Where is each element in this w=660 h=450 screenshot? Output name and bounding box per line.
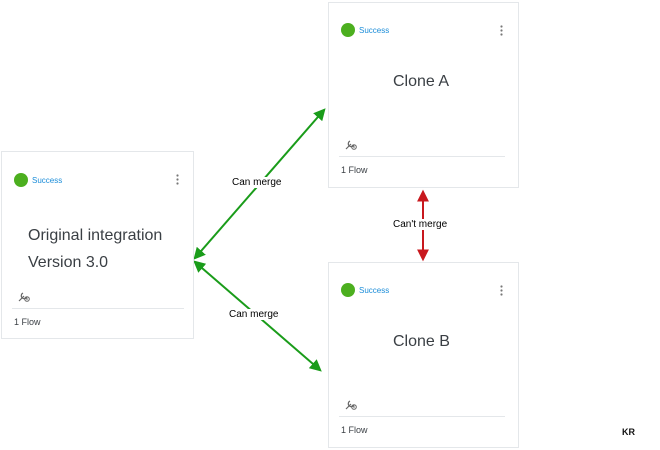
kebab-menu-icon[interactable] — [500, 25, 503, 36]
flow-count: 1 Flow — [14, 317, 41, 327]
status-label: Success — [32, 175, 63, 185]
flow-wrench-icon — [345, 400, 357, 410]
flow-count: 1 Flow — [341, 425, 368, 435]
status-dot-icon — [341, 23, 355, 37]
status-label: Success — [359, 25, 390, 35]
status-badge: Success — [341, 283, 389, 297]
card-divider — [12, 308, 184, 309]
card-divider — [339, 156, 505, 157]
status-badge: Success — [14, 173, 62, 187]
status-dot-icon — [341, 283, 355, 297]
edge-label-original-clone-b: Can merge — [227, 309, 281, 320]
node-title-line-2: Version 3.0 — [28, 254, 109, 271]
edge-label-clone-a-clone-b: Can't merge — [391, 219, 450, 230]
node-clone-a[interactable]: Success Clone A 1 Flow — [328, 2, 519, 188]
flow-count: 1 Flow — [341, 165, 368, 175]
flow-wrench-icon — [345, 140, 357, 150]
kebab-menu-icon[interactable] — [500, 285, 503, 296]
node-title: Clone B — [393, 333, 450, 350]
kebab-menu-icon[interactable] — [176, 174, 179, 185]
node-title: Clone A — [393, 73, 450, 90]
node-clone-b[interactable]: Success Clone B 1 Flow — [328, 262, 519, 448]
status-label: Success — [359, 285, 390, 295]
watermark-initials: KR — [622, 427, 635, 437]
node-title-line-1: Original integration — [28, 227, 163, 244]
node-original-integration[interactable]: Success Original integration Version 3.0… — [1, 151, 194, 339]
node-title: Original integration Version 3.0 — [28, 222, 162, 276]
status-dot-icon — [14, 173, 28, 187]
card-divider — [339, 416, 505, 417]
flow-wrench-icon — [18, 292, 30, 302]
edge-label-original-clone-a: Can merge — [230, 177, 284, 188]
status-badge: Success — [341, 23, 389, 37]
